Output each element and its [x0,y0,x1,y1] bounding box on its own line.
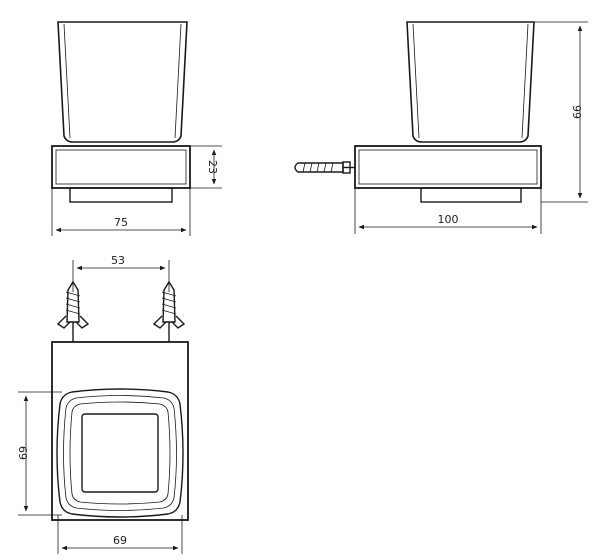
top-glass-outer [56,388,184,518]
dim-top-width: 69 [113,534,127,547]
dim-front-width: 75 [114,216,128,229]
dim-total-height: 99 [570,105,583,119]
side-base [354,145,542,189]
front-foot [69,187,173,203]
front-glass [57,21,188,143]
side-screw-anchor [294,161,355,174]
side-foot [420,187,522,203]
front-view: 23 75 [51,21,222,236]
dim-front-base-height: 23 [206,160,219,174]
dim-top-height: 69 [16,446,29,460]
top-base-plate [51,341,189,521]
top-glass-inner [81,413,159,493]
dim-side-depth: 100 [438,213,459,226]
wall-anchor-right [152,280,186,342]
dim-anchor-spacing: 53 [111,254,125,267]
wall-anchor-left [56,280,90,342]
side-glass [406,21,535,143]
front-base [51,145,191,189]
side-view: 99 100 [294,21,588,234]
top-view: 53 69 69 [16,254,189,554]
